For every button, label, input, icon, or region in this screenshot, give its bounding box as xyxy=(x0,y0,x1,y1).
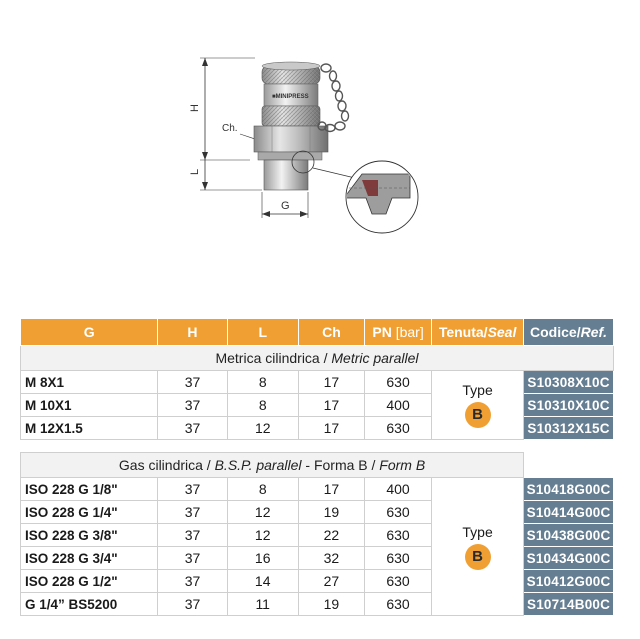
table-cell: 17 xyxy=(297,477,365,501)
table-row: M 8X1 37 8 17 630 Type B S10308X10C xyxy=(19,370,614,440)
table-cell: 630 xyxy=(363,546,433,570)
col-l: L xyxy=(226,318,299,346)
table-cell: Metrica cilindrica / Metric parallel xyxy=(20,345,614,371)
table-cell: ISO 228 G 3/8" xyxy=(19,523,159,547)
bsp-table: Gas cilindrica / B.S.P. parallel - Forma… xyxy=(19,452,614,616)
table-cell: M 12X1.5 xyxy=(19,416,159,440)
table-cell: 16 xyxy=(226,546,299,570)
table-cell: 19 xyxy=(297,500,365,524)
table-cell: 37 xyxy=(157,569,228,593)
label-h: H xyxy=(189,104,201,112)
ref-code: S10412G00C xyxy=(523,569,614,593)
table-cell: 8 xyxy=(226,370,299,394)
table-row: ISO 228 G 1/4" 37 12 19 630 S10414G00C xyxy=(19,500,614,524)
table-cell: 12 xyxy=(226,500,299,524)
table-cell: ISO 228 G 1/4" xyxy=(19,500,159,524)
ref-code: S10308X10C xyxy=(523,370,614,394)
table-row: M 12X1.5 37 12 17 630 S10312X15C xyxy=(19,416,614,440)
table-cell: 37 xyxy=(157,477,228,501)
product-drawing: H L G Ch. ■MINIPRESS xyxy=(189,57,419,234)
ref-code: S10414G00C xyxy=(523,500,614,524)
label-ch: Ch. xyxy=(222,123,238,134)
table-cell: 17 xyxy=(297,370,365,394)
dimension-g: G xyxy=(261,192,309,218)
col-ref: Codice/Ref. xyxy=(523,318,614,346)
table-cell: 27 xyxy=(297,569,365,593)
cap: ■MINIPRESS xyxy=(261,61,321,127)
table-cell: 400 xyxy=(363,477,433,501)
table-cell: 37 xyxy=(157,500,228,524)
table-cell: 37 xyxy=(157,523,228,547)
table-row: ISO 228 G 1/8" 37 8 17 400 Type B S10418… xyxy=(19,477,614,616)
table-cell: 12 xyxy=(226,416,299,440)
table-cell: 22 xyxy=(297,523,365,547)
section-title-bsp: Gas cilindrica / B.S.P. parallel - Forma… xyxy=(19,452,614,478)
table-cell: 630 xyxy=(363,569,433,593)
ref-code: S10310X10C xyxy=(523,393,614,417)
table-cell: ISO 228 G 1/8" xyxy=(19,477,159,501)
table-cell: 17 xyxy=(297,393,365,417)
table-cell: Gas cilindrica / B.S.P. parallel - Forma… xyxy=(19,452,525,478)
table-cell: 630 xyxy=(363,370,433,394)
table-cell: 630 xyxy=(363,416,433,440)
table-cell: 37 xyxy=(157,370,228,394)
type-b-badge: B xyxy=(464,543,491,570)
metric-table: G H L Ch PN [bar] Tenuta/Seal Codice/Ref… xyxy=(19,318,614,440)
ref-code: S10418G00C xyxy=(523,477,614,501)
dimension-h: H xyxy=(189,57,255,161)
table-row: G 1/4” BS5200 37 11 19 630 S10714B00C xyxy=(19,592,614,616)
table-cell: 11 xyxy=(226,592,299,616)
label-l: L xyxy=(189,169,201,175)
table-cell: 37 xyxy=(157,416,228,440)
ref-code: S10714B00C xyxy=(523,592,614,616)
seal-detail xyxy=(345,160,419,234)
table-cell: 37 xyxy=(157,592,228,616)
col-seal: Tenuta/Seal xyxy=(431,318,525,346)
table-row: ISO 228 G 1/2" 37 14 27 630 S10412G00C xyxy=(19,569,614,593)
table-row: ISO 228 G 3/8" 37 12 22 630 S10438G00C xyxy=(19,523,614,547)
table-cell: 630 xyxy=(363,592,433,616)
ref-code: S10434G00C xyxy=(523,546,614,570)
table-cell: M 8X1 xyxy=(19,370,159,394)
col-ch: Ch xyxy=(297,318,365,346)
table-cell xyxy=(523,452,614,478)
table-cell: 12 xyxy=(226,523,299,547)
table-cell: M 10X1 xyxy=(19,393,159,417)
seal-type-cell: Type B xyxy=(431,477,525,616)
seal-type-cell: Type B xyxy=(431,370,525,440)
table-row: ISO 228 G 3/4" 37 16 32 630 S10434G00C xyxy=(19,546,614,570)
table-cell: 17 xyxy=(297,416,365,440)
table-cell: 8 xyxy=(226,477,299,501)
table-cell: 630 xyxy=(363,500,433,524)
type-b-badge: B xyxy=(464,402,491,428)
table-cell: 14 xyxy=(226,569,299,593)
table-cell: ISO 228 G 1/2" xyxy=(19,569,159,593)
table-cell: 32 xyxy=(297,546,365,570)
dimension-l: L xyxy=(189,160,262,191)
table-header: G H L Ch PN [bar] Tenuta/Seal Codice/Ref… xyxy=(19,318,614,346)
col-h: H xyxy=(157,318,228,346)
table-cell: ISO 228 G 3/4" xyxy=(19,546,159,570)
col-g: G xyxy=(19,318,159,346)
hex-body xyxy=(253,125,329,161)
col-pn: PN [bar] xyxy=(363,318,433,346)
table-cell: G 1/4” BS5200 xyxy=(19,592,159,616)
brand-label: ■MINIPRESS xyxy=(272,94,309,100)
threaded-stem xyxy=(263,150,315,191)
table-cell: 37 xyxy=(157,393,228,417)
ref-code: S10312X15C xyxy=(523,416,614,440)
table-cell: 8 xyxy=(226,393,299,417)
table-cell: 400 xyxy=(363,393,433,417)
section-title-metric: Metrica cilindrica / Metric parallel xyxy=(20,345,614,371)
ref-code: S10438G00C xyxy=(523,523,614,547)
table-cell: 19 xyxy=(297,592,365,616)
label-g: G xyxy=(281,200,290,212)
table-cell: 37 xyxy=(157,546,228,570)
chain xyxy=(317,63,350,133)
table-cell: 630 xyxy=(363,523,433,547)
table-row: M 10X1 37 8 17 400 S10310X10C xyxy=(19,393,614,417)
